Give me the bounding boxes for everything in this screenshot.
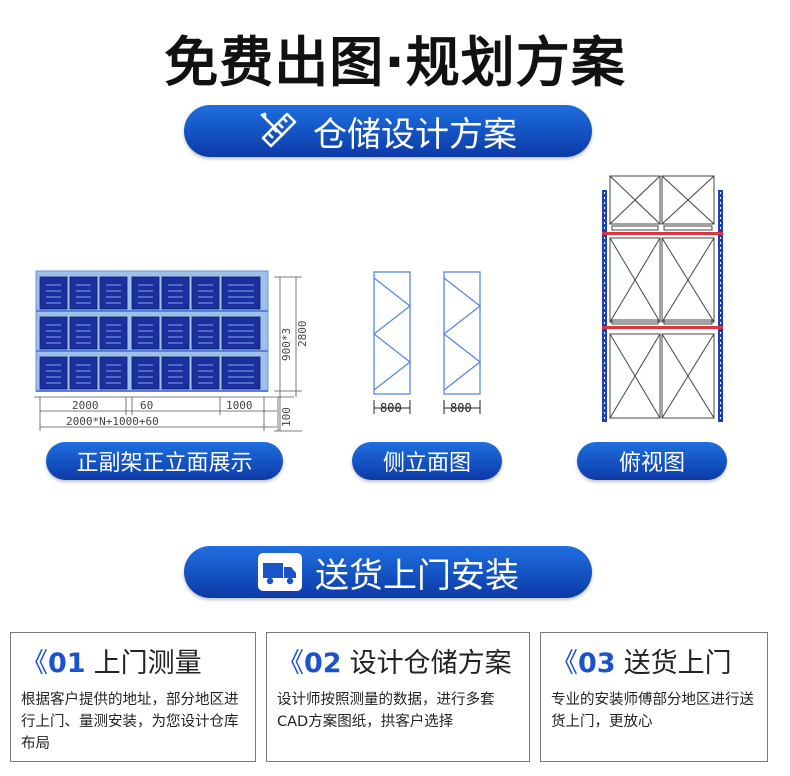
side-elevation-caption: 侧立面图 [352,442,502,480]
top-view-caption: 俯视图 [577,442,727,480]
design-scheme-banner: 仓储设计方案 [184,105,592,157]
design-scheme-label: 仓储设计方案 [313,114,517,155]
card-body: 专业的安装师傅部分地区进行送货上门，更放心 [551,692,754,730]
card-number: 03 [578,648,616,679]
page-title: 免费出图·规划方案 [164,31,626,94]
card-body: 根据客户提供的地址，部分地区进行上门、量测安装，为您设计仓库布局 [21,692,239,752]
rack-box [39,356,68,390]
rack-box [191,276,220,310]
card-heading: 上门测量 [93,648,202,679]
rack-box [221,276,261,310]
rack-box [161,316,190,350]
side-elevation-drawing: 800 800 [372,271,482,415]
card-mark: 《 [21,648,48,679]
top-view-drawing [602,175,723,422]
rack-beam [36,310,268,312]
front-elevation-drawing: 2000 60 1000 2000*N+1000+60 900*3 2800 1… [34,270,309,432]
dim-100: 100 [280,407,293,427]
dim-2000: 2000 [72,399,99,412]
rack-box [221,316,261,350]
rack-box [161,276,190,310]
rack-box [69,276,98,310]
rack-box [39,316,68,350]
dim-1000: 1000 [226,399,253,412]
delivery-label: 送货上门安装 [315,555,519,596]
side-dim-1: 800 [380,401,402,415]
rack-box [131,316,160,350]
rack-beam [36,350,268,352]
rack-box [69,356,98,390]
ruler-pencil-icon [259,112,301,150]
card-body: 设计师按照测量的数据，进行多套CAD方案图纸，拱客户选择 [277,692,495,730]
rack-box [99,356,128,390]
rack-box [191,316,220,350]
rack-box [131,276,160,310]
dim-2800: 2800 [296,321,309,348]
rack-box [69,316,98,350]
rack-box [161,356,190,390]
card-number: 02 [304,648,342,679]
rack-box [221,356,261,390]
side-dim-2: 800 [450,401,472,415]
delivery-banner: 送货上门安装 [184,546,592,598]
card-heading: 设计仓储方案 [349,648,512,679]
card-mark: 《 [277,648,304,679]
card-mark: 《 [551,648,578,679]
rack-box [131,356,160,390]
rack-beam [36,390,268,392]
rack-box [39,276,68,310]
rack-box [191,356,220,390]
front-elevation-caption: 正副架正立面展示 [46,442,283,480]
rack-box [99,276,128,310]
truck-icon [257,552,303,592]
dim-total: 2000*N+1000+60 [66,415,159,428]
card-heading: 送货上门 [623,648,732,679]
rack-box [99,316,128,350]
dim-900x3: 900*3 [280,328,293,361]
card-number: 01 [48,648,86,679]
dim-60: 60 [140,399,153,412]
